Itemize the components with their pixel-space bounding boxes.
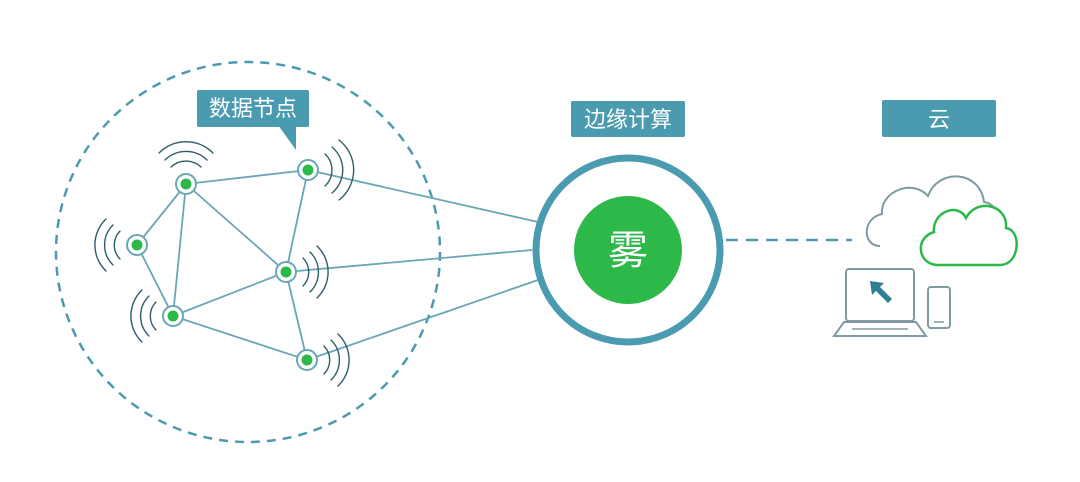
signal-wave-icon [94, 218, 121, 272]
cloud-label: 云 [882, 100, 996, 137]
laptop-icon [832, 268, 928, 337]
fog-node-text: 雾 [608, 228, 648, 274]
data-node [296, 349, 318, 371]
data-node [175, 173, 197, 195]
data-node [297, 159, 319, 181]
data-node-cluster-boundary [54, 60, 442, 444]
edge-computing-label-text: 边缘计算 [584, 108, 672, 133]
phone-icon [927, 286, 951, 329]
mesh-links [136, 169, 309, 361]
signal-wave-icon [324, 139, 355, 201]
signal-wave-icon [302, 245, 329, 299]
signal-wave-icon [323, 333, 350, 387]
cloud-icon [919, 204, 1018, 267]
signal-wave-icon [158, 141, 214, 168]
cloud-label-text: 云 [928, 108, 950, 133]
data-node [275, 261, 297, 283]
data-nodes-label-text: 数据节点 [209, 97, 297, 122]
edge-computing-label: 边缘计算 [571, 101, 685, 137]
cursor-icon [870, 281, 892, 303]
data-node [162, 305, 184, 327]
fog-links [285, 169, 539, 361]
fog-node: 雾 [532, 154, 724, 346]
data-node [126, 234, 148, 256]
signal-wave-icon [130, 289, 157, 343]
data-nodes-label: 数据节点 [197, 90, 309, 150]
